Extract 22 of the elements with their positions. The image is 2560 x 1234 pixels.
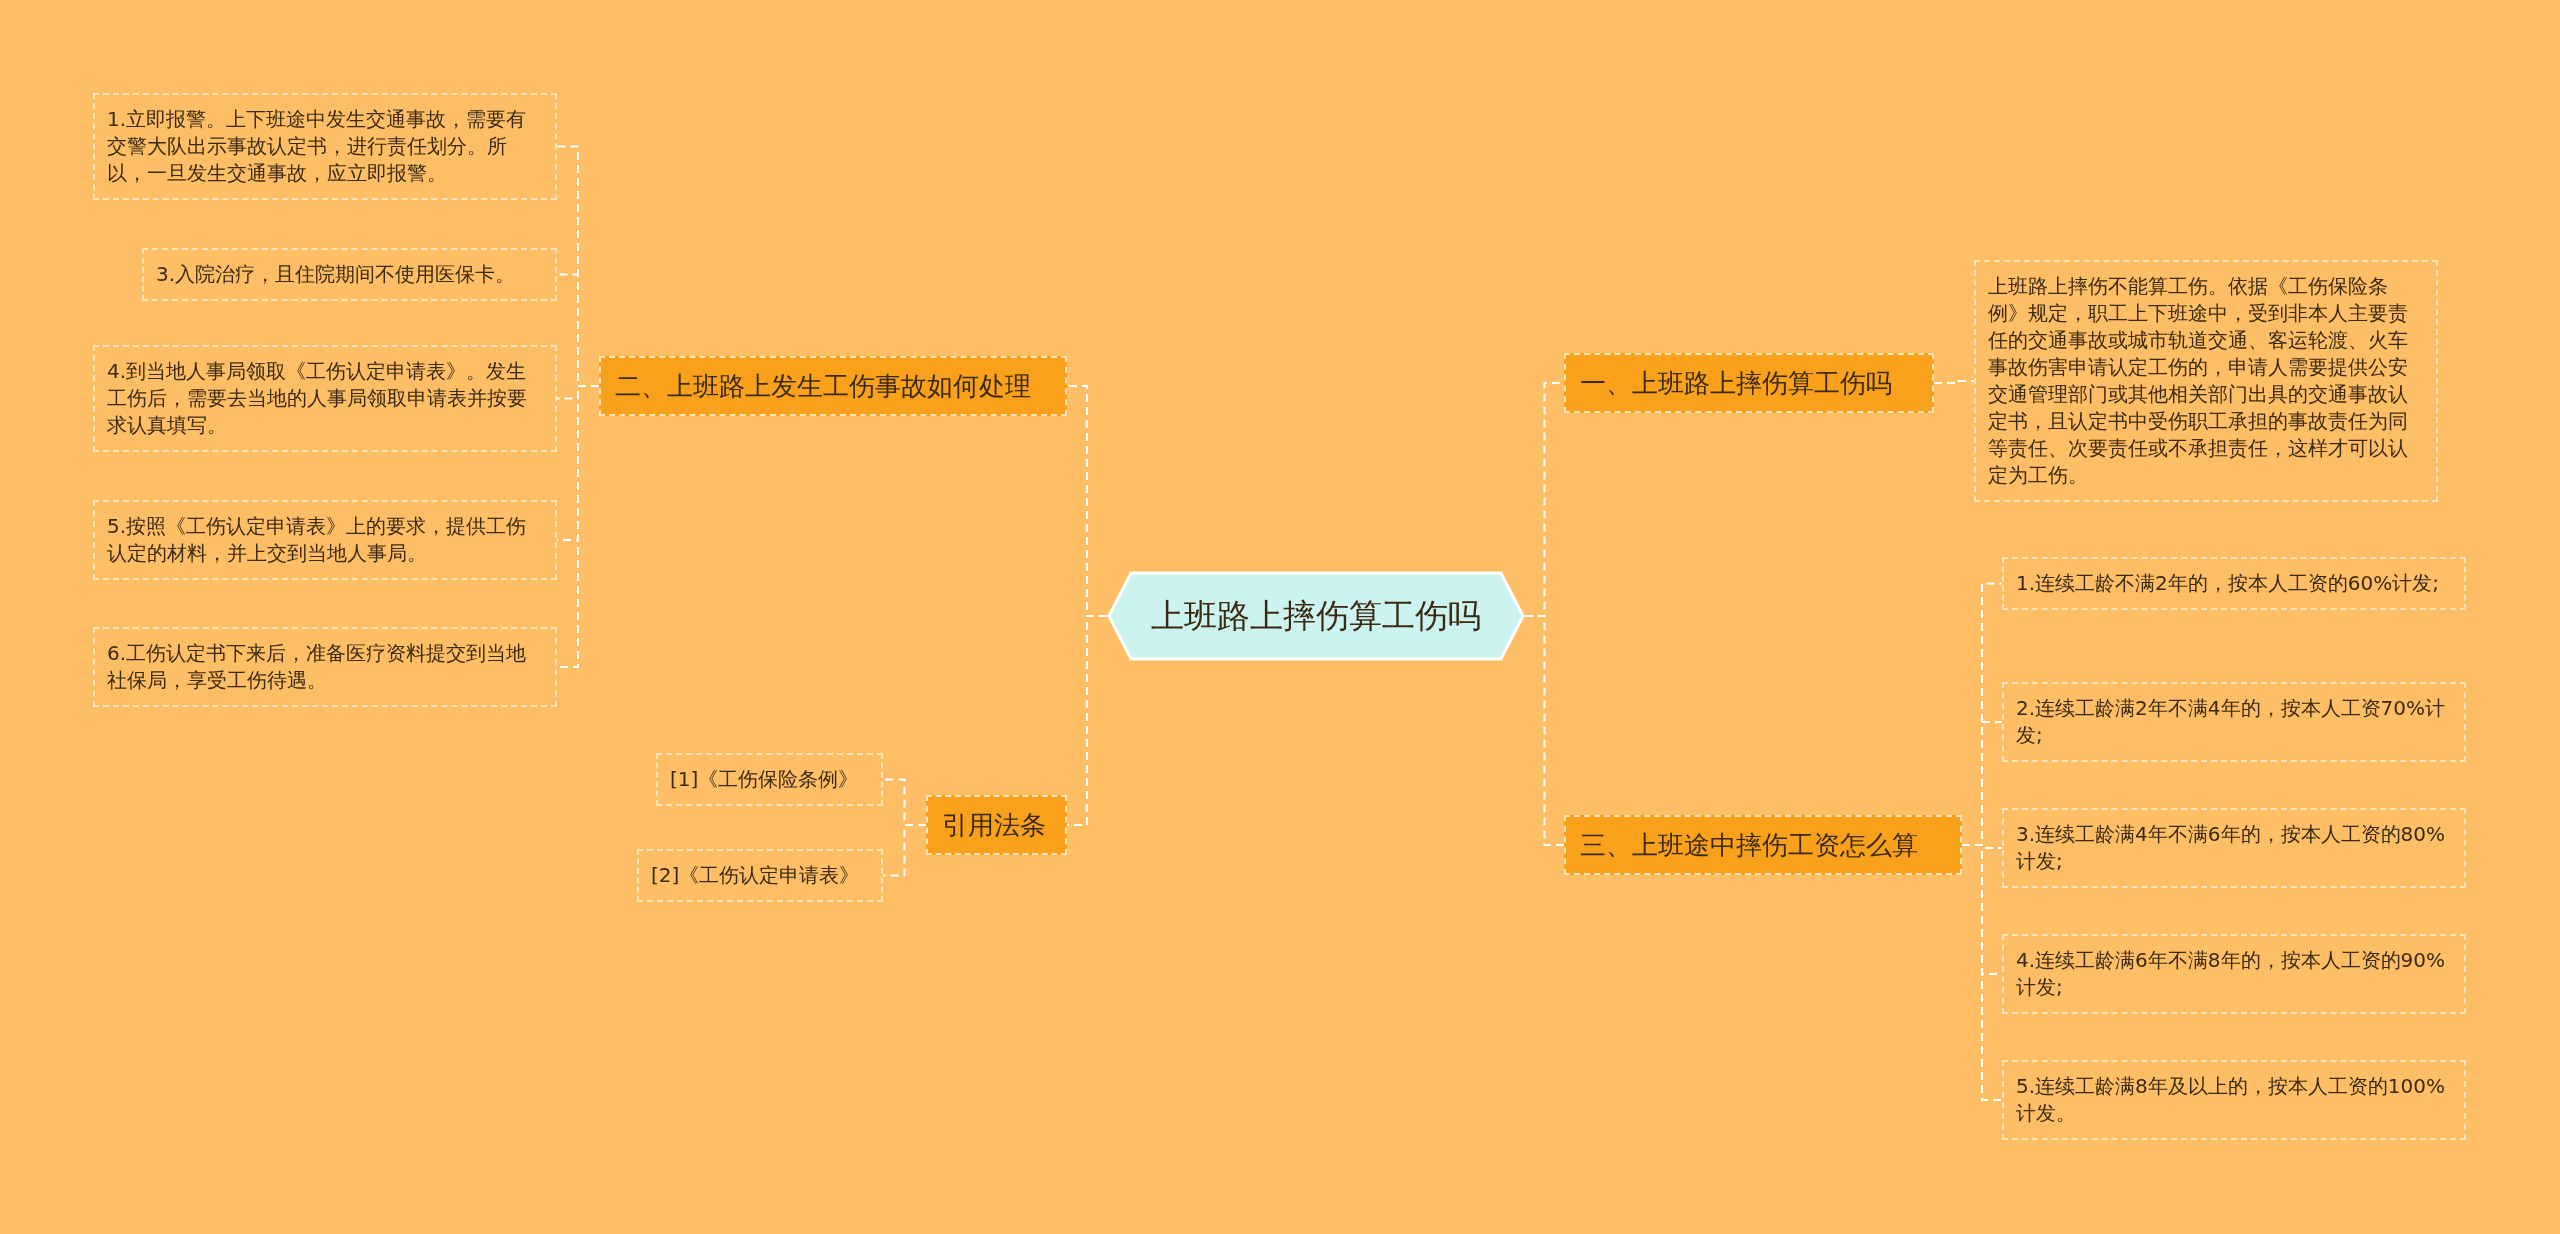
subtopic-box: 5.按照《工伤认定申请表》上的要求，提供工伤认定的材料，并上交到当地人事局。 (93, 500, 557, 580)
topic-box: 二、上班路上发生工伤事故如何处理 (599, 356, 1067, 416)
central-topic-hexagon: 上班路上摔伤算工伤吗 (1107, 571, 1525, 661)
subtopic-box: 4.连续工龄满6年不满8年的，按本人工资的90%计发; (2002, 934, 2466, 1014)
topic-box: 三、上班途中摔伤工资怎么算 (1564, 815, 1962, 875)
subtopic-box: 1.连续工龄不满2年的，按本人工资的60%计发; (2002, 557, 2466, 610)
connector-line (1933, 380, 1975, 384)
subtopic-box: 3.连续工龄满4年不满6年的，按本人工资的80%计发; (2002, 808, 2466, 888)
subtopic-box: 上班路上摔伤不能算工伤。依据《工伤保险条例》规定，职工上下班途中，受到非本人主要责任的交通事故或城市轨道交通、客运轮渡、火车事故伤害申请认定工伤的，申请人需要提供公安交通管理部门或其他相关部门出具的交通事故认定书，且认定书中受伤职工承担的事故责任为同等责任、次要责任或不承担责任，这样才可以认定为工伤。 (1974, 260, 2438, 502)
connector-line (1524, 615, 1565, 846)
subtopic-box: 3.入院治疗，且住院期间不使用医保卡。 (142, 248, 557, 301)
subtopic-box: 6.工伤认定书下来后，准备医疗资料提交到当地社保局，享受工伤待遇。 (93, 627, 557, 707)
subtopic-box: [2]《工伤认定申请表》 (637, 849, 883, 902)
subtopic-box: 4.到当地人事局领取《工伤认定申请表》。发生工伤后，需要去当地的人事局领取申请表并按要求认真填写。 (93, 345, 557, 452)
subtopic-box: 5.连续工龄满8年及以上的，按本人工资的100%计发。 (2002, 1060, 2466, 1140)
subtopic-box: [1]《工伤保险条例》 (656, 753, 883, 806)
connector-line (1961, 844, 2003, 1101)
subtopic-box: 1.立即报警。上下班途中发生交通事故，需要有交警大队出示事故认定书，进行责任划分。所以，一旦发生交通事故，应立即报警。 (93, 93, 557, 200)
connector-line (882, 824, 927, 877)
subtopic-box: 2.连续工龄满2年不满4年的，按本人工资70%计发; (2002, 682, 2466, 762)
topic-box: 一、上班路上摔伤算工伤吗 (1564, 353, 1934, 413)
topic-box: 引用法条 (926, 795, 1067, 855)
